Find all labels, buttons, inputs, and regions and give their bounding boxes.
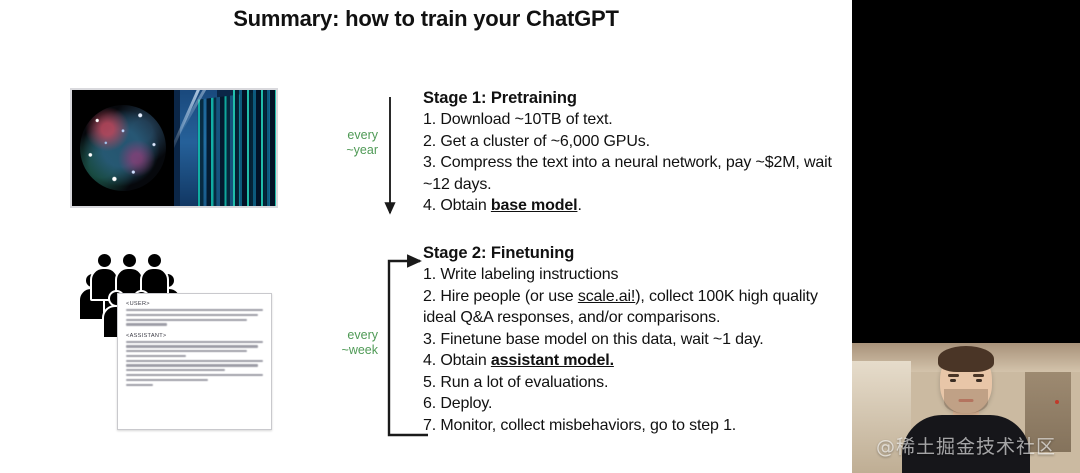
stage2-step-5: 5. Run a lot of evaluations.: [423, 373, 609, 391]
stage2-step-3: 3. Finetune base model on this data, wai…: [423, 330, 764, 348]
presenter-brow-right: [973, 374, 984, 377]
stage2-heading: Stage 2: Finetuning: [423, 244, 575, 262]
stage2-step-4: 4. Obtain assistant model.: [423, 350, 838, 372]
slide-canvas: Summary: how to train your ChatGPT: [70, 6, 838, 437]
assistant-model-term: assistant model.: [490, 352, 614, 369]
document-text-line: [126, 313, 258, 316]
document-text-line: [126, 374, 263, 377]
presenter-webcam[interactable]: @稀土掘金技术社区: [852, 343, 1080, 473]
indicator-dot-icon: [1055, 400, 1060, 405]
document-assistant-tag: <ASSISTANT>: [126, 332, 167, 339]
conversation-document: <USER> <ASSISTANT>: [117, 293, 272, 430]
stage2-step-1: 1. Write labeling instructions: [423, 266, 619, 283]
stage1-step-4: 4. Obtain base model.: [423, 195, 833, 217]
stage1-step-1: 1. Download ~10TB of text.: [423, 111, 613, 128]
doorway: [1025, 371, 1071, 453]
stage2-step2-prefix: 2. Hire people (or use: [423, 287, 578, 305]
document-text-line: [126, 383, 154, 386]
document-text-line: [126, 350, 247, 353]
document-text-line: [126, 369, 225, 372]
document-text-line: [126, 364, 258, 367]
presenter-mouth: [958, 399, 974, 402]
neural-network-visualization: [72, 90, 174, 206]
stage1-block: Stage 1: Pretraining 1. Download ~10TB o…: [423, 89, 833, 217]
datacenter-photo: [174, 90, 276, 206]
scale-ai-link[interactable]: scale.ai!: [577, 287, 636, 305]
document-text-line: [126, 318, 247, 321]
document-text-line: [126, 309, 263, 312]
stage2-step-7: 7. Monitor, collect misbehaviors, go to …: [423, 416, 737, 434]
stage1-step4-prefix: 4. Obtain: [423, 197, 491, 214]
pretraining-cadence-label: every ~year: [346, 128, 378, 157]
presenter-eye-right: [976, 379, 982, 382]
document-text-line: [126, 378, 209, 381]
presenter-figure: [902, 346, 1030, 473]
stage1-step4-suffix: .: [577, 197, 582, 214]
finetuning-cadence-label: every ~week: [341, 328, 378, 357]
server-racks-near: [233, 90, 276, 206]
presenter-head: [938, 346, 994, 413]
presenter-brow-left: [948, 374, 959, 377]
presenter-eye-left: [950, 379, 956, 382]
network-blob: [80, 105, 166, 191]
stage2-step4-prefix: 4. Obtain: [423, 352, 491, 369]
video-watermark: @稀土掘金技术社区: [875, 436, 1056, 458]
document-text-line: [126, 354, 187, 358]
stage2-block: Stage 2: Finetuning 1. Write labeling in…: [423, 244, 838, 436]
stage2-step2-suffix: ), collect 100K high quality ideal Q&A r…: [423, 287, 823, 327]
page-title: Summary: how to train your ChatGPT: [233, 6, 619, 31]
presenter-shirt: [902, 415, 1030, 473]
stage1-heading: Stage 1: Pretraining: [423, 89, 577, 107]
document-text-line: [126, 359, 263, 362]
document-text-line: [126, 340, 263, 343]
document-text-line: [126, 323, 168, 326]
left-wall: [852, 361, 912, 473]
pretraining-image: [70, 88, 278, 208]
stage2-step-2: 2. Hire people (or use scale.ai!), colle…: [423, 286, 838, 329]
stage1-step-2: 2. Get a cluster of ~6,000 GPUs.: [423, 132, 650, 150]
stage2-step-6: 6. Deploy.: [423, 395, 493, 412]
base-model-term: base model: [490, 197, 578, 214]
document-user-tag: <USER>: [126, 301, 150, 307]
stage1-step-3: 3. Compress the text into a neural netwo…: [423, 154, 837, 193]
presenter-hair: [938, 346, 994, 372]
document-text-line: [126, 345, 258, 348]
